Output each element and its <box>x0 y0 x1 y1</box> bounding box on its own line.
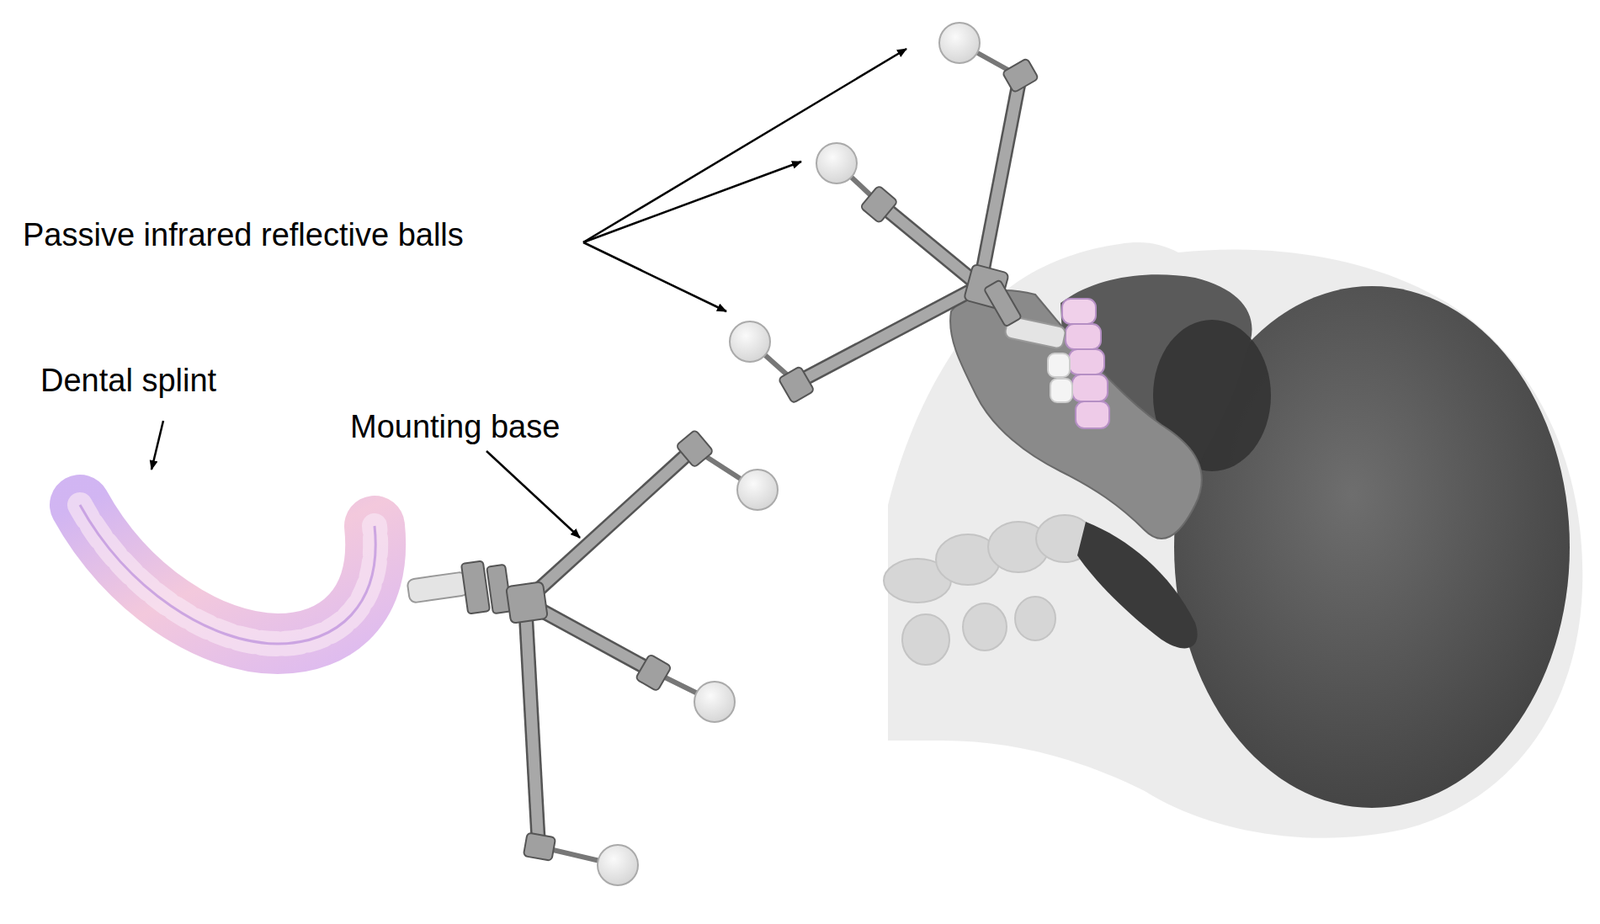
callout-label: Dental splint <box>40 361 217 399</box>
mandible <box>950 290 1202 539</box>
callout-label: Mounting base <box>350 408 560 446</box>
callout-label: Passive infrared reflective balls <box>22 216 464 254</box>
leader-lines <box>151 48 907 538</box>
marker-array-lower <box>406 429 778 886</box>
cervical-spine <box>883 515 1094 665</box>
dental-splint <box>79 504 376 644</box>
skull-base <box>1077 521 1198 649</box>
marker-array-upper <box>729 22 1067 404</box>
teeth <box>1047 298 1110 429</box>
head-outline <box>887 242 1583 839</box>
